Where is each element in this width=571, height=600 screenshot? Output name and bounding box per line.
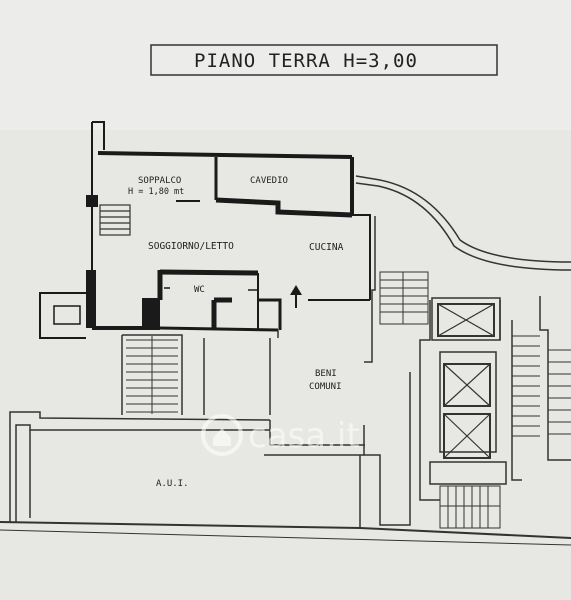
label-cavedio: CAVEDIO (250, 176, 288, 186)
label-cucina: CUCINA (309, 242, 344, 253)
stairs-left (126, 336, 178, 414)
stairs-center (379, 271, 429, 325)
label-aui: A.U.I. (156, 479, 189, 489)
paper-shade (0, 0, 571, 130)
entrance-arrow (290, 285, 302, 308)
watermark: casa.it (201, 414, 360, 456)
common-walls (121, 175, 571, 526)
watermark-text: casa.it (248, 416, 360, 456)
stairs-right (512, 335, 571, 437)
elevator-shafts (437, 303, 495, 459)
aui-walls (0, 411, 571, 546)
watermark-logo-icon (201, 414, 243, 456)
stairs-bottom (439, 485, 501, 529)
title-box (150, 44, 498, 76)
label-soppalco-height: H = 1,80 mt (128, 187, 184, 197)
label-soppalco: SOPPALCO (138, 176, 181, 186)
label-soggiorno: SOGGIORNO/LETTO (148, 241, 234, 252)
label-beni: BENI (315, 369, 337, 379)
label-comuni: COMUNI (309, 382, 342, 392)
internal-stair (99, 204, 131, 236)
plan-title: PIANO TERRA H=3,00 (194, 50, 418, 72)
label-wc: WC (194, 285, 205, 295)
apartment-walls (39, 121, 371, 339)
